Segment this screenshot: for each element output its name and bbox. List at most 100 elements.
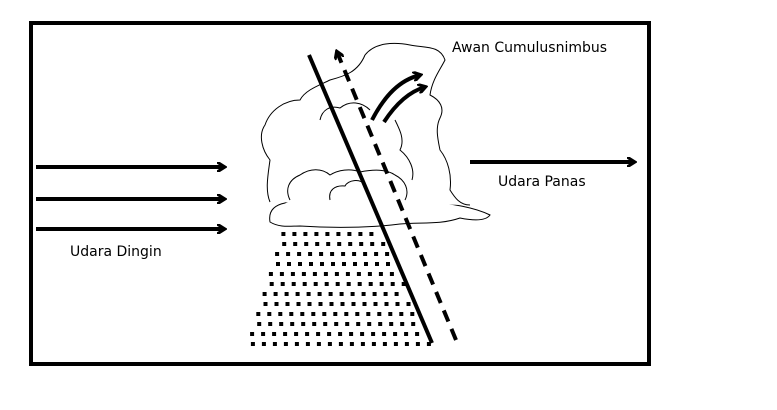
cumulonimbus-cloud [260,42,491,228]
rain-dot [338,342,343,346]
rain-dot [364,262,368,266]
rain-dot [250,342,255,346]
rain-dot [351,302,356,306]
rain-dot [362,302,367,306]
rain-dot [323,272,328,276]
rain-dot [292,232,297,236]
rain-dot [367,272,372,276]
rain-dot [298,262,302,266]
rain-dot [286,252,291,256]
rain-dot [426,342,431,346]
rain-dot [325,232,330,236]
rain-dot [267,312,272,316]
cloud-label: Awan Cumulusnimbus [452,40,607,56]
rain-dot [282,242,287,246]
rain-dot [338,332,343,336]
rain-dot [319,252,324,256]
rain-dot [388,312,393,316]
rain-dot [374,252,379,256]
rain-dot [342,262,346,266]
rain-dot [383,292,388,296]
rain-dot [268,272,273,276]
rain-dot [314,232,319,236]
rain-dot [316,332,321,336]
rain-dot [333,312,338,316]
rain-dot [320,262,324,266]
rain-dot [303,232,308,236]
rain-dot [337,242,342,246]
rain-dot [381,242,386,246]
rain-dot [313,282,318,286]
warm-air-label: Udara Panas [498,174,586,190]
rain-dot [410,312,415,316]
rain-dot [386,262,390,266]
rain-dot [359,242,364,246]
rain-dot [279,272,284,276]
rain-dot [305,332,310,336]
rain-dot [367,322,372,326]
rain-dot [401,282,406,286]
rain-dot [415,332,420,336]
rain-dot [317,292,322,296]
rain-dot [309,262,313,266]
rain-dot [404,342,409,346]
rain-dot [268,322,273,326]
rain-dot [318,302,323,306]
rain-dot [360,342,365,346]
rain-dot [283,342,288,346]
rain-dot [360,332,365,336]
rain-dot [275,252,280,256]
rain-dot [341,252,346,256]
rain-dot [356,272,361,276]
rain-dot [352,252,357,256]
rain-dot [329,302,334,306]
rain-dot [305,342,310,346]
rain-dot [346,282,351,286]
rain-dot [284,292,289,296]
rain-dot [334,272,339,276]
rain-dot [272,332,277,336]
rain-dot [316,342,321,346]
rain-dot [345,322,350,326]
rain-dot [378,272,383,276]
rain-dot [379,282,384,286]
rain-dot [322,312,327,316]
rain-dot [283,332,288,336]
rain-dot [294,342,299,346]
rain-dot [276,262,280,266]
rain-dot [296,302,301,306]
rain-dot [330,252,335,256]
rain-dot [339,292,344,296]
rain-dot [334,322,339,326]
rain-dot [395,302,400,306]
rain-dot [257,322,262,326]
rain-dot [304,242,309,246]
rain-dot [384,302,389,306]
updraft-arrow-2 [382,87,425,124]
rain-dot [377,312,382,316]
rain-dot [400,322,405,326]
rain-dot [345,272,350,276]
rain-dot [327,332,332,336]
rain-dot [368,282,373,286]
rain-dot [285,302,290,306]
rain-dot [315,242,320,246]
rain-dot [370,242,375,246]
rain-dot [263,302,268,306]
rain-dot [363,252,368,256]
rain-dot [301,272,306,276]
rain-dot [323,322,328,326]
rain-dot [274,302,279,306]
rain-dot [373,302,378,306]
rain-dot [356,322,361,326]
rain-dot [297,252,302,256]
cold-front-line [307,54,434,344]
rain-dot [280,282,285,286]
rain-dot [347,232,352,236]
rain-dot [291,282,296,286]
rain-dot [394,292,399,296]
rain-dot [262,292,267,296]
rain-dot [279,322,284,326]
rain-dot [375,262,379,266]
rain-dot [344,312,349,316]
